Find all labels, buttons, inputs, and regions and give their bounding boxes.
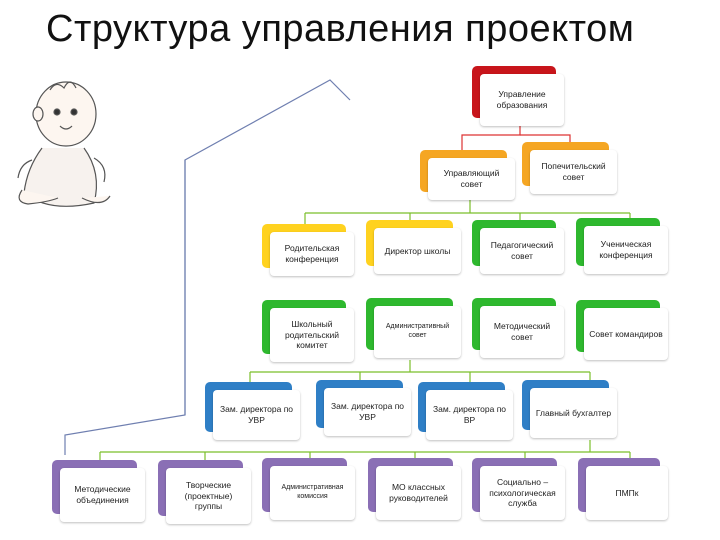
page-title: Структура управления проектом [46,8,635,50]
node-metod-obedineniya: Методические объединения [52,460,145,522]
node-zam-uvr-1: Зам. директора по УВР [205,382,300,440]
node-tvorcheskie: Творческие (проектные) группы [158,460,251,524]
node-zam-uvr-2: Зам. директора по УВР [316,380,411,436]
node-metodicheskiy: Методический совет [472,298,564,358]
baby-icon [17,81,111,207]
node-glavnyy-bukhgalter: Главный бухгалтер [522,380,617,438]
node-shkolnyy-komitet: Школьный родительский комитет [262,300,354,362]
node-direktor: Директор школы [366,220,461,274]
node-upravlenie: Управление образования [472,66,564,126]
node-pmpk: ПМПк [578,458,668,520]
node-zam-vr: Зам. директора по ВР [418,382,513,440]
node-admin-komissiya: Административная комиссия [262,458,355,520]
node-upravlyayushchiy: Управляющий совет [420,150,515,200]
node-sotsialno: Социально – психологическая служба [472,458,565,520]
node-popechitelskiy: Попечительский совет [522,142,617,194]
node-pedagogicheskiy: Педагогический совет [472,220,564,274]
node-sovet-komandirov: Совет командиров [576,300,668,360]
node-roditelskaya: Родительская конференция [262,224,354,276]
node-administrativnyy: Административный совет [366,298,461,358]
node-uchenicheskaya: Ученическая конференция [576,218,668,274]
node-mo-klassnykh: МО классных руководителей [368,458,461,520]
